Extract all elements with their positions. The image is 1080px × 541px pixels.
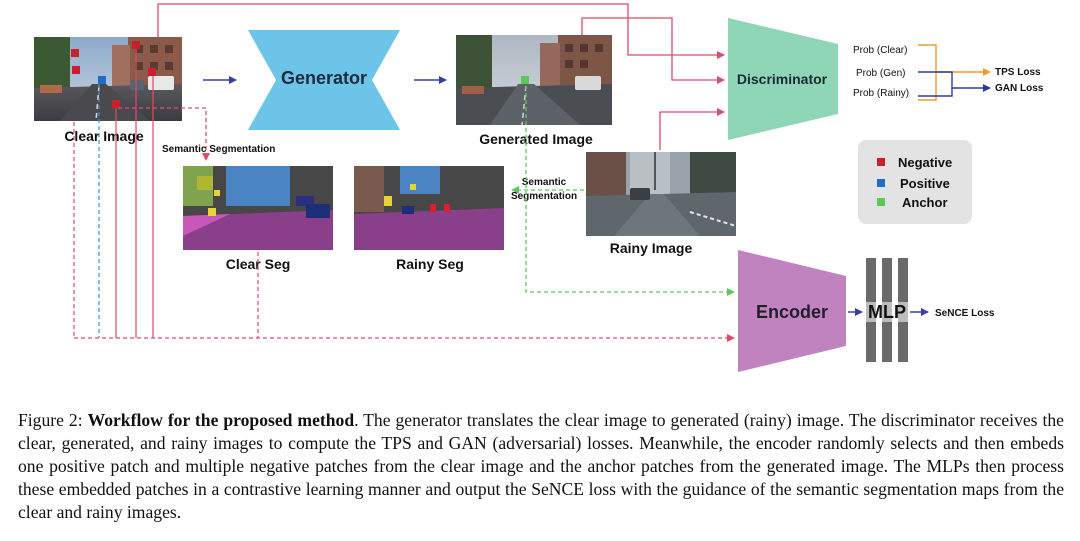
- generated-image-label: Generated Image: [479, 131, 593, 147]
- discriminator-block: [728, 18, 838, 140]
- negative-patch: [72, 66, 80, 74]
- gan-loss-label: GAN Loss: [995, 83, 1044, 94]
- tps-arrow-rainy: [918, 72, 937, 101]
- rainy-image: [586, 152, 737, 236]
- arrow-clear-semantic-segmentation: [118, 107, 210, 161]
- clear-seg-label: Clear Seg: [226, 256, 291, 272]
- rainy-seg-label: Rainy Seg: [396, 256, 464, 272]
- tps-loss-label: TPS Loss: [995, 67, 1041, 78]
- arrow-clear-to-discriminator: [157, 3, 725, 59]
- legend-anchor-label: Anchor: [902, 195, 948, 210]
- arrow-rainy-to-discriminator: [659, 108, 725, 150]
- encoder-block: [738, 250, 846, 372]
- caption-label: Figure 2:: [18, 410, 83, 430]
- positive-patch: [98, 76, 106, 84]
- arrow-generated-to-discriminator: [581, 17, 725, 84]
- clear-image-label: Clear Image: [64, 128, 144, 144]
- rainy-image-label: Rainy Image: [610, 240, 693, 256]
- legend-positive-label: Positive: [900, 176, 950, 191]
- prob-rainy-label: Prob (Rainy): [853, 88, 909, 99]
- clear-seg-map: [183, 166, 333, 250]
- generator-label: Generator: [281, 68, 367, 88]
- semantic-segmentation-label: Semantic Segmentation: [162, 144, 275, 155]
- negative-patch: [148, 68, 156, 76]
- gan-arrow-gen: [918, 71, 991, 92]
- anchor-patch: [521, 76, 529, 84]
- negative-patch: [71, 49, 79, 57]
- encoder-label: Encoder: [756, 302, 828, 322]
- sence-loss-label: SeNCE Loss: [935, 308, 995, 319]
- gan-arrow-rainy: [918, 88, 953, 97]
- negative-patch: [112, 100, 120, 108]
- clear-image: [34, 37, 182, 122]
- workflow-diagram: Clear Image Generator Generated Image Ra…: [34, 3, 1044, 372]
- prob-clear-label: Prob (Clear): [853, 45, 907, 56]
- generated-image: [456, 35, 612, 126]
- negative-patch: [132, 41, 140, 49]
- semantic-label-line2: Segmentation: [511, 191, 577, 202]
- figure-caption: Figure 2: Workflow for the proposed meth…: [18, 409, 1064, 524]
- generator-block: [248, 30, 400, 130]
- patch-legend: [858, 140, 972, 224]
- discriminator-label: Discriminator: [737, 71, 828, 87]
- arrow-anchor-to-encoder: [525, 86, 735, 296]
- caption-text: . The generator translates the clear ima…: [18, 410, 1064, 522]
- caption-title: Workflow for the proposed method: [87, 410, 355, 430]
- rainy-seg-map: [354, 166, 504, 250]
- mlp-label: MLP: [868, 302, 906, 322]
- tps-arrow-clear: [918, 44, 991, 76]
- prob-gen-label: Prob (Gen): [856, 68, 905, 79]
- semantic-label-line1: Semantic: [522, 177, 567, 188]
- legend-negative-label: Negative: [898, 155, 952, 170]
